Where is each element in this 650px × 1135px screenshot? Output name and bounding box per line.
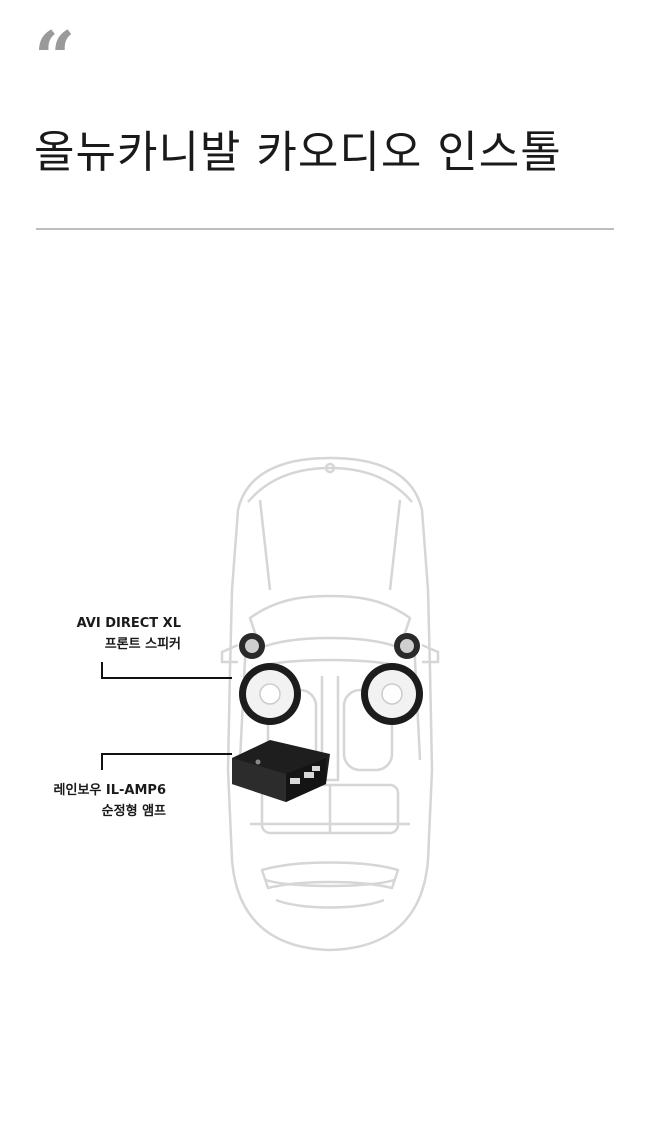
left-woofer-icon: [239, 663, 301, 725]
right-tweeter-icon: [394, 633, 420, 659]
car-speaker-diagram: [101, 456, 440, 952]
amp-type-text: 순정형 앰프: [101, 804, 166, 819]
page-title: 올뉴카니발 카오디오 인스톨: [34, 127, 562, 178]
speaker-label: AVI DIRECT XL 프론트 스피커: [77, 613, 181, 655]
quote-mark-icon: “: [34, 15, 76, 100]
speaker-model-text: AVI DIRECT XL: [76, 616, 181, 631]
left-tweeter-icon: [239, 633, 265, 659]
amp-model-text: 레인보우 IL-AMP6: [53, 783, 166, 798]
speaker-type-text: 프론트 스피커: [104, 637, 181, 652]
callout-lines: [101, 662, 232, 770]
title-divider: [36, 228, 614, 230]
right-woofer-icon: [361, 663, 423, 725]
amp-label: 레인보우 IL-AMP6 순정형 앰프: [54, 780, 166, 822]
amplifier-icon: [232, 740, 330, 802]
